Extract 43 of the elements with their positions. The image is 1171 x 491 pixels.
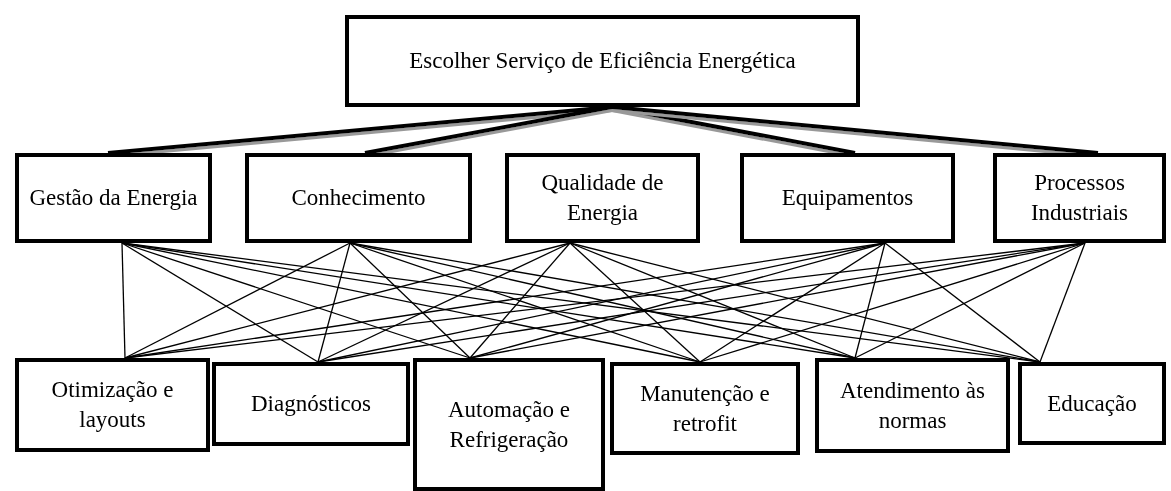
node-label: Equipamentos <box>781 184 914 213</box>
alternative-box <box>815 358 1010 453</box>
node-label: Escolher Serviço de Eficiência Energética <box>409 47 796 76</box>
connector-line <box>611 105 1099 155</box>
node-label: Manutenção e retrofit <box>639 379 771 438</box>
node-label: Qualidade de Energia <box>540 169 665 227</box>
connector-line <box>317 242 351 363</box>
node-label: Otimização e layouts <box>50 376 175 434</box>
node-label: Automação e Refrigeração <box>447 395 571 454</box>
connector-line <box>124 242 351 359</box>
alternative-box <box>610 362 800 455</box>
node-label: Diagnósticos <box>250 390 372 419</box>
alternative-box <box>413 358 605 491</box>
connector-line <box>349 242 701 363</box>
connector-line <box>854 242 1086 359</box>
alternative-box <box>1018 362 1166 445</box>
criterion-box <box>993 153 1166 243</box>
alternative-box <box>15 358 210 452</box>
connector-line <box>884 242 1041 363</box>
connector-line <box>1039 242 1086 363</box>
connector-line <box>569 242 1041 363</box>
criterion-box <box>245 153 472 243</box>
connector-line <box>569 242 856 359</box>
node-label: Educação <box>1047 389 1137 418</box>
criterion-box <box>505 153 700 243</box>
node-label: Processos Industriais <box>1029 169 1130 227</box>
connector-line <box>121 242 126 359</box>
connector-line <box>699 242 1086 363</box>
node-label: Conhecimento <box>291 184 426 213</box>
connector-line <box>699 242 886 363</box>
goal-box <box>345 15 860 107</box>
connector-line <box>317 242 571 363</box>
connector-line <box>854 242 886 359</box>
alternative-box <box>212 362 410 446</box>
node-label: Gestão da Energia <box>29 184 198 213</box>
connector-line <box>121 242 319 363</box>
connector-line <box>121 242 471 359</box>
node-label: Atendimento às normas <box>839 376 986 435</box>
connector-line <box>469 242 571 359</box>
connector-line <box>349 242 471 359</box>
connector-line <box>569 242 701 363</box>
criterion-box <box>15 153 212 243</box>
criterion-box <box>740 153 955 243</box>
